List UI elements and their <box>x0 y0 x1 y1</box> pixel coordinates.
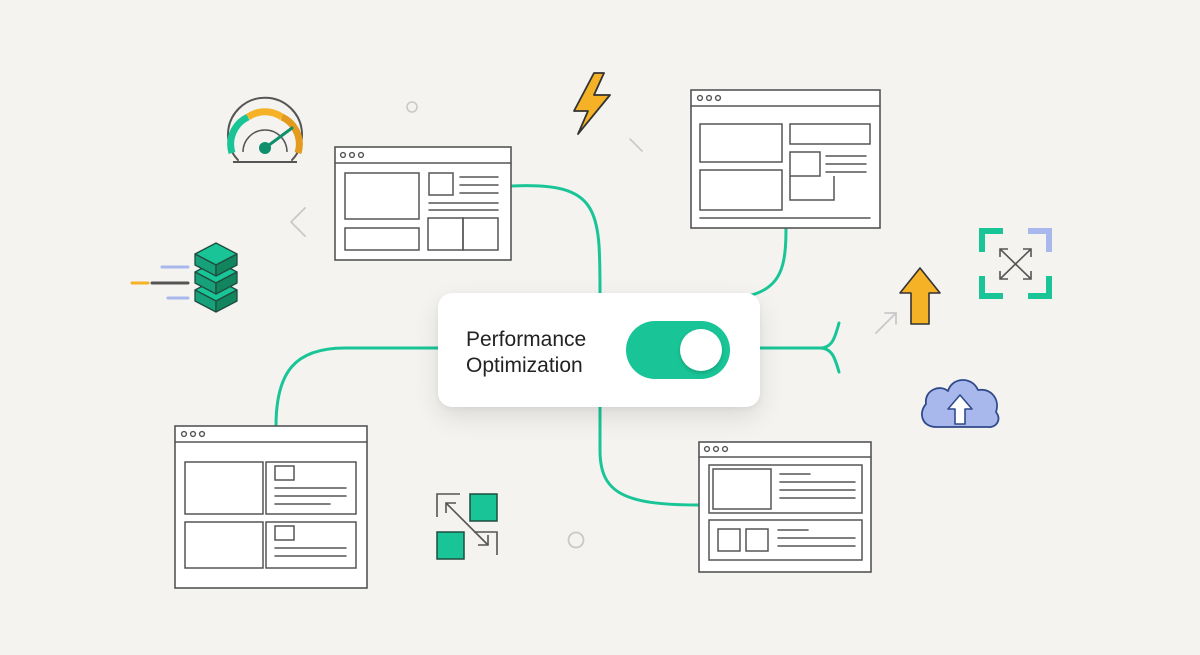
connector-right-branch <box>758 321 841 374</box>
browser-window-icon <box>690 89 881 229</box>
connector-to-bottom-right-window <box>598 405 700 507</box>
chevron-left-icon <box>290 207 306 237</box>
speedometer-icon <box>227 96 303 163</box>
resize-squares-icon <box>436 493 498 560</box>
connector-to-top-right-window <box>746 226 788 298</box>
toggle-label-line2: Optimization <box>466 354 583 377</box>
arrow-up-icon <box>899 267 941 325</box>
diagonal-arrow-icon <box>875 312 897 334</box>
performance-toggle-card: Performance Optimization <box>438 293 760 407</box>
diagonal-dash-icon <box>629 138 643 152</box>
stacked-cubes-speed-icon <box>130 242 238 313</box>
browser-window-icon <box>334 146 512 261</box>
small-circle-icon <box>406 101 418 113</box>
browser-window-icon <box>174 425 368 589</box>
toggle-label-line1: Performance <box>466 328 587 351</box>
connector-to-bottom-left-window <box>274 346 440 428</box>
browser-window-icon <box>698 441 872 573</box>
expand-frame-icon <box>979 228 1052 299</box>
switch-knob[interactable] <box>680 329 722 371</box>
connector-to-top-left-window <box>510 184 602 295</box>
connector-lines <box>274 184 841 507</box>
lightning-bolt-icon <box>573 72 611 135</box>
small-circle-icon <box>567 531 585 549</box>
cloud-upload-icon <box>921 379 1000 428</box>
performance-optimization-switch[interactable] <box>626 321 730 379</box>
toggle-label: Performance Optimization <box>466 327 626 379</box>
